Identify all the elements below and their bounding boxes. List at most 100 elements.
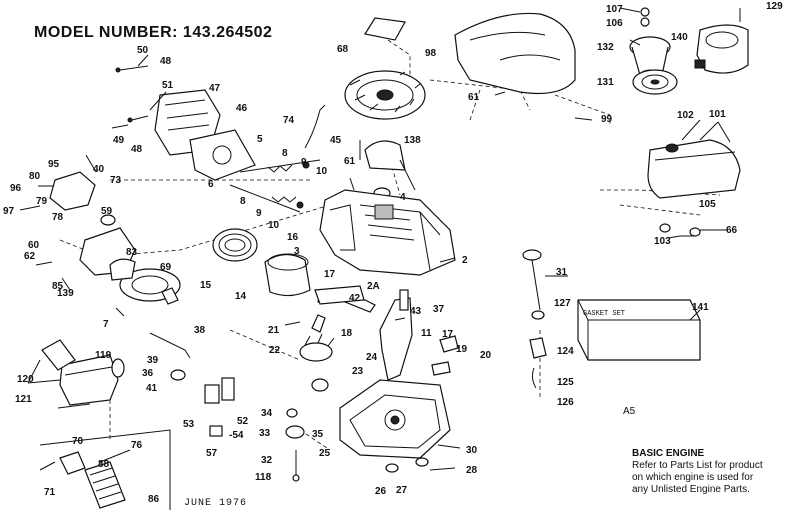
- part-callout: 9: [256, 208, 262, 219]
- part-callout: 15: [200, 280, 212, 291]
- part-callout: 125: [557, 377, 574, 388]
- part-callout: 121: [15, 394, 32, 405]
- part-callout: 138: [404, 135, 421, 146]
- part-callout: 36: [142, 368, 154, 379]
- part-callout: 79: [36, 196, 48, 207]
- part-callout: 16: [287, 232, 299, 243]
- crankshaft: [379, 289, 413, 381]
- part-callout: 140: [671, 32, 688, 43]
- part-callout: 2: [462, 255, 468, 266]
- part-callout: 49: [113, 135, 125, 146]
- part-callout: 124: [557, 346, 574, 357]
- part-callout: 19: [456, 344, 468, 355]
- part-callout: 32: [261, 455, 273, 466]
- part-callout: 80: [29, 171, 41, 182]
- part-callout: 17: [442, 329, 454, 340]
- page-code: A5: [623, 406, 636, 417]
- part-callout: 10: [316, 166, 328, 177]
- part-callout: 14: [235, 291, 247, 302]
- part-callout: 127: [554, 298, 571, 309]
- basic-engine-line: any Unlisted Engine Parts.: [632, 484, 750, 495]
- fasteners: [19, 8, 741, 471]
- part-callout: 83: [126, 247, 138, 258]
- part-callout: 120: [17, 374, 34, 385]
- part-callout: 27: [396, 485, 408, 496]
- gasket-set-box: [577, 299, 701, 361]
- part-callout: 17: [324, 269, 336, 280]
- part-callout: 38: [194, 325, 206, 336]
- part-callout: 126: [557, 397, 574, 408]
- part-callout: 7: [103, 319, 109, 330]
- part-callout: 71: [44, 487, 56, 498]
- part-callout: 86: [148, 494, 160, 505]
- leader-lines: [27, 7, 731, 463]
- part-callout: 106: [606, 18, 623, 29]
- part-callout: 97: [3, 206, 15, 217]
- part-callout: 26: [375, 486, 387, 497]
- camshaft: [299, 314, 335, 392]
- part-callout: 8: [240, 196, 246, 207]
- part-callout: 28: [466, 465, 478, 476]
- part-callout: 10: [268, 220, 280, 231]
- part-callout: 45: [330, 135, 342, 146]
- carburetor: [49, 171, 181, 302]
- part-callout: 46: [236, 103, 248, 114]
- air-cleaner: [41, 339, 125, 406]
- part-callout: 131: [597, 77, 614, 88]
- part-callout: 88: [98, 459, 110, 470]
- part-callout: 39: [147, 355, 159, 366]
- part-callout: 51: [162, 80, 174, 91]
- part-callout: 53: [183, 419, 195, 430]
- head-gasket: [189, 129, 256, 181]
- part-callout: 37: [433, 304, 445, 315]
- oil-fill-tube: [522, 249, 547, 389]
- basic-engine-note: BASIC ENGINE Refer to Parts List for pro…: [632, 448, 763, 496]
- flywheel: [344, 70, 426, 120]
- part-callout: 47: [209, 83, 221, 94]
- part-callout: 3: [294, 246, 300, 257]
- part-callout: 139: [57, 288, 74, 299]
- gasket-set-label: GASKET SET: [583, 310, 626, 318]
- part-callout: 24: [366, 352, 378, 363]
- part-callout: 118: [255, 472, 272, 483]
- part-callout: 119: [95, 350, 112, 361]
- part-callout: 85: [52, 281, 64, 292]
- part-callout: 101: [709, 109, 726, 120]
- part-callout: 70: [72, 436, 84, 447]
- label-plate: [364, 17, 406, 41]
- part-callout: 57: [206, 448, 218, 459]
- part-callout: 22: [269, 345, 281, 356]
- part-callout: 6: [208, 179, 214, 190]
- part-callout: 68: [337, 44, 349, 55]
- part-callout: 141: [692, 302, 709, 313]
- part-callout: 59: [101, 206, 113, 217]
- fuel-filter: [39, 429, 171, 510]
- part-callout: 31: [556, 267, 568, 278]
- part-callout: -54: [229, 430, 244, 441]
- basic-engine-line: on which engine is used for: [632, 472, 754, 483]
- part-callout: 102: [677, 110, 694, 121]
- part-callout: 5: [257, 134, 263, 145]
- part-callout: 78: [52, 212, 64, 223]
- muffler: [647, 139, 741, 237]
- part-callout: 21: [268, 325, 280, 336]
- part-callout: 42: [349, 293, 361, 304]
- part-callout: 25: [319, 448, 331, 459]
- part-callout: 20: [480, 350, 492, 361]
- part-callout: 95: [48, 159, 60, 170]
- part-callout: 34: [261, 408, 273, 419]
- part-callout: 48: [160, 56, 172, 67]
- part-callout: 74: [283, 115, 295, 126]
- part-callout: 8: [282, 148, 288, 159]
- part-callout: 62: [24, 251, 36, 262]
- part-callout: 23: [352, 366, 364, 377]
- part-callout: 52: [237, 416, 249, 427]
- small-parts: [149, 285, 459, 482]
- part-callout: 48: [131, 144, 143, 155]
- part-callout: 11: [421, 328, 432, 339]
- recoil-starter: [629, 7, 749, 95]
- blower-housing: [454, 12, 576, 95]
- part-callout: 18: [341, 328, 353, 339]
- part-callout: 35: [312, 429, 324, 440]
